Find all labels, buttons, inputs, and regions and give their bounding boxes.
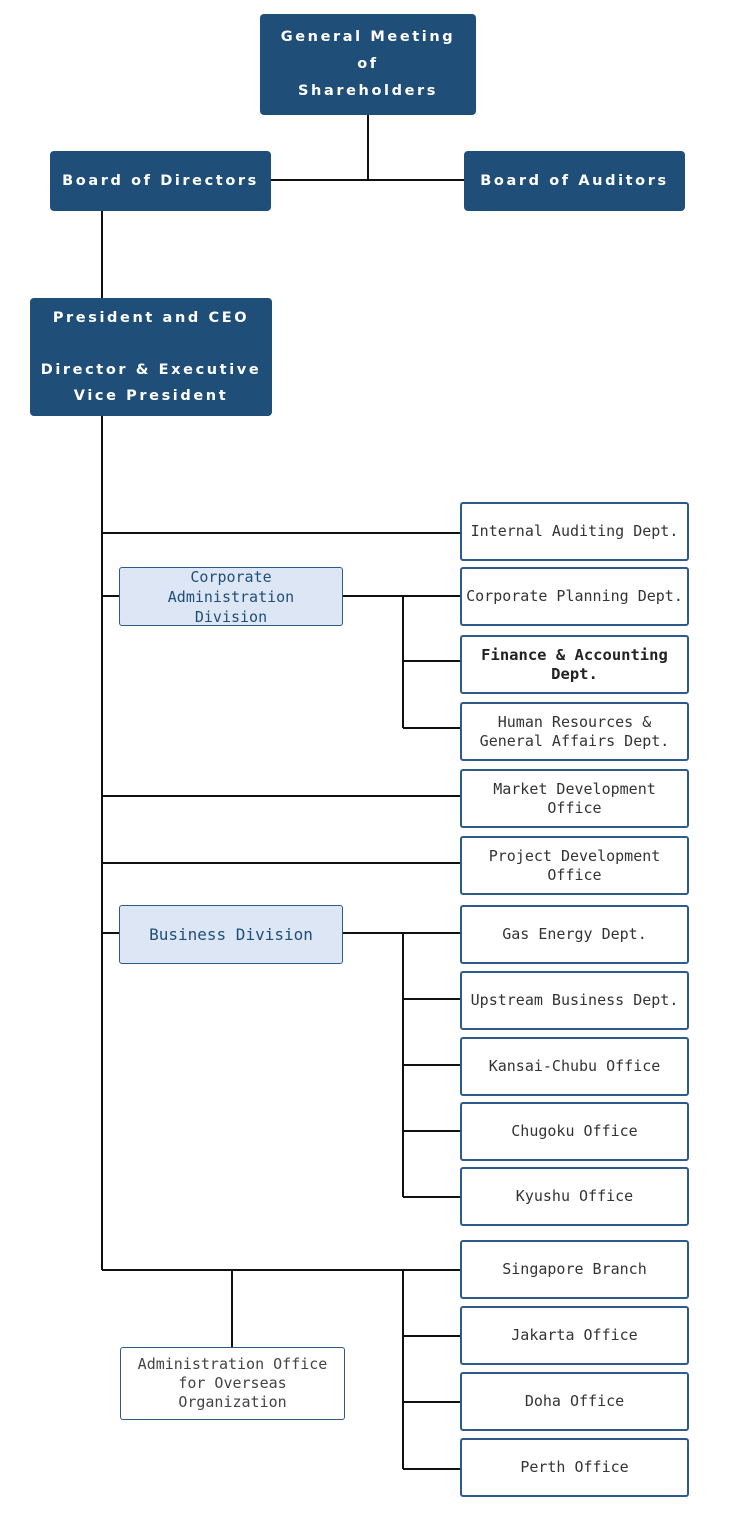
corporate-planning-dept-box: Corporate Planning Dept. <box>460 567 689 626</box>
shareholders-line-2: of <box>357 56 379 72</box>
finance-accounting-line-1: Finance & Accounting <box>481 645 668 664</box>
internal-auditing-label: Internal Auditing Dept. <box>470 522 679 540</box>
board-of-auditors-box: Board of Auditors <box>464 151 685 211</box>
human-resources-line-2: General Affairs Dept. <box>479 731 670 750</box>
kansai-chubu-label: Kansai-Chubu Office <box>488 1057 661 1075</box>
perth-label: Perth Office <box>520 1458 629 1476</box>
president-ceo-label: President and CEO <box>52 310 250 326</box>
shareholders-line-1: General Meeting <box>280 29 456 45</box>
singapore-label: Singapore Branch <box>502 1260 647 1278</box>
jakarta-office-box: Jakarta Office <box>460 1306 689 1365</box>
evp-line-1: Director & Executive <box>40 362 262 378</box>
corporate-administration-division-box: Corporate Administration Division <box>119 567 343 626</box>
overseas-admin-line-3: Organization <box>178 1393 287 1411</box>
corporate-planning-label: Corporate Planning Dept. <box>466 587 683 605</box>
corporate-division-line-3: Division <box>194 607 268 626</box>
shareholders-line-3: Shareholders <box>298 83 438 99</box>
overseas-administration-office-box: Administration Office for Overseas Organ… <box>120 1347 345 1420</box>
gas-energy-label: Gas Energy Dept. <box>502 925 647 943</box>
chugoku-office-box: Chugoku Office <box>460 1102 689 1161</box>
market-development-line-2: Office <box>547 798 602 817</box>
finance-accounting-line-2: Dept. <box>551 664 598 683</box>
corporate-division-line-1: Corporate <box>190 567 272 586</box>
project-development-office-box: Project Development Office <box>460 836 689 895</box>
market-development-office-box: Market Development Office <box>460 769 689 828</box>
board-of-auditors-label: Board of Auditors <box>480 173 669 189</box>
overseas-admin-line-1: Administration Office <box>137 1355 328 1373</box>
overseas-admin-line-2: for Overseas <box>178 1374 287 1392</box>
chugoku-label: Chugoku Office <box>511 1122 638 1140</box>
evp-line-2: Vice President <box>73 388 229 404</box>
board-of-directors-box: Board of Directors <box>50 151 271 211</box>
human-resources-line-1: Human Resources & <box>497 712 652 731</box>
upstream-business-dept-box: Upstream Business Dept. <box>460 971 689 1030</box>
market-development-line-1: Market Development <box>493 779 656 798</box>
corporate-division-line-2: Administration <box>167 587 295 606</box>
doha-office-box: Doha Office <box>460 1372 689 1431</box>
business-division-box: Business Division <box>119 905 343 964</box>
jakarta-label: Jakarta Office <box>511 1326 638 1344</box>
business-division-label: Business Division <box>149 925 313 944</box>
singapore-branch-box: Singapore Branch <box>460 1240 689 1299</box>
general-meeting-of-shareholders-box: General Meeting of Shareholders <box>260 14 476 115</box>
board-of-directors-label: Board of Directors <box>62 173 259 189</box>
president-ceo-box: President and CEO Director & Executive V… <box>30 298 272 416</box>
kyushu-label: Kyushu Office <box>515 1187 634 1205</box>
perth-office-box: Perth Office <box>460 1438 689 1497</box>
kansai-chubu-office-box: Kansai-Chubu Office <box>460 1037 689 1096</box>
project-development-line-2: Office <box>547 865 602 884</box>
project-development-line-1: Project Development <box>488 846 661 865</box>
upstream-business-label: Upstream Business Dept. <box>470 991 679 1009</box>
internal-auditing-dept-box: Internal Auditing Dept. <box>460 502 689 561</box>
doha-label: Doha Office <box>524 1392 625 1410</box>
gas-energy-dept-box: Gas Energy Dept. <box>460 905 689 964</box>
finance-accounting-dept-box: Finance & Accounting Dept. <box>460 635 689 694</box>
human-resources-dept-box: Human Resources & General Affairs Dept. <box>460 702 689 761</box>
kyushu-office-box: Kyushu Office <box>460 1167 689 1226</box>
